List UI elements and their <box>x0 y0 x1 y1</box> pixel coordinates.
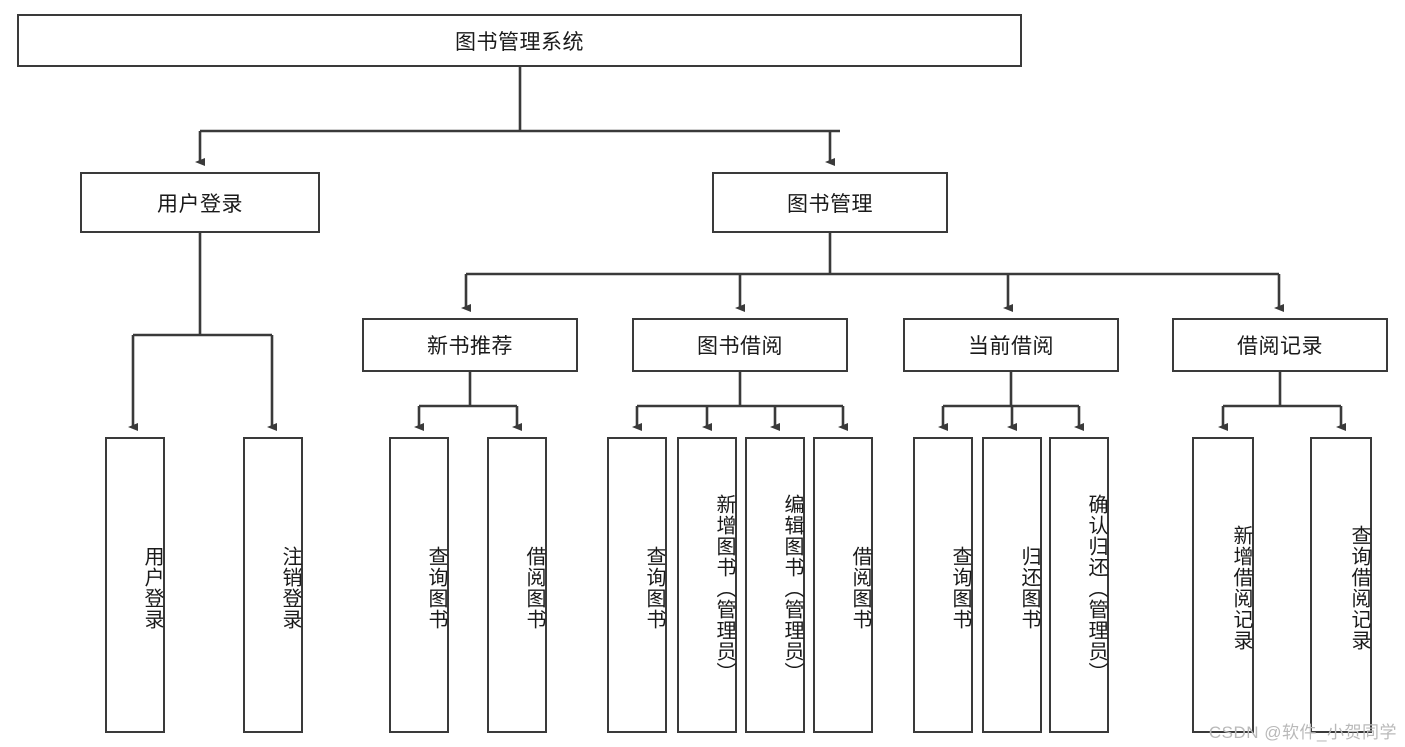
node-leaf-add-borrow-record-label: 新增借阅记录 <box>1230 525 1252 651</box>
node-leaf-query-book-1[interactable]: 查询图书 <box>389 437 449 733</box>
node-leaf-query-borrow-record[interactable]: 查询借阅记录 <box>1310 437 1372 733</box>
node-leaf-borrow-book-2[interactable]: 借阅图书 <box>813 437 873 733</box>
node-book-borrow-label: 图书借阅 <box>697 335 783 358</box>
node-leaf-query-book-3-label: 查询图书 <box>949 546 971 630</box>
node-leaf-confirm-return[interactable]: 确认归还（管理员） <box>1049 437 1109 733</box>
node-leaf-confirm-return-label: 确认归还（管理员） <box>1085 493 1107 683</box>
watermark: CSDN @软件_小贺同学 <box>1208 723 1397 742</box>
node-book-borrow[interactable]: 图书借阅 <box>632 318 848 372</box>
node-leaf-borrow-book-2-label: 借阅图书 <box>849 546 871 630</box>
node-leaf-query-borrow-record-label: 查询借阅记录 <box>1348 525 1370 651</box>
node-borrow-record[interactable]: 借阅记录 <box>1172 318 1388 372</box>
node-leaf-user-login-label: 用户登录 <box>141 546 163 630</box>
node-leaf-borrow-book-1-label: 借阅图书 <box>523 546 545 630</box>
node-leaf-query-book-3[interactable]: 查询图书 <box>913 437 973 733</box>
node-leaf-user-logout-label: 注销登录 <box>279 546 301 630</box>
node-current-borrow-label: 当前借阅 <box>968 335 1054 358</box>
node-current-borrow[interactable]: 当前借阅 <box>903 318 1119 372</box>
node-leaf-add-borrow-record[interactable]: 新增借阅记录 <box>1192 437 1254 733</box>
node-root[interactable]: 图书管理系统 <box>17 14 1022 67</box>
node-leaf-user-login[interactable]: 用户登录 <box>105 437 165 733</box>
node-book-manage-label: 图书管理 <box>787 192 873 216</box>
node-leaf-return-book[interactable]: 归还图书 <box>982 437 1042 733</box>
node-leaf-query-book-1-label: 查询图书 <box>425 546 447 630</box>
node-user-login[interactable]: 用户登录 <box>80 172 320 233</box>
node-leaf-edit-book-label: 编辑图书（管理员） <box>781 493 803 683</box>
node-leaf-query-book-2-label: 查询图书 <box>643 546 665 630</box>
node-book-manage[interactable]: 图书管理 <box>712 172 948 233</box>
node-leaf-add-book[interactable]: 新增图书（管理员） <box>677 437 737 733</box>
node-leaf-edit-book[interactable]: 编辑图书（管理员） <box>745 437 805 733</box>
node-leaf-add-book-label: 新增图书（管理员） <box>713 493 735 683</box>
node-root-label: 图书管理系统 <box>455 30 584 54</box>
node-borrow-record-label: 借阅记录 <box>1237 335 1323 358</box>
node-new-book-recommend-label: 新书推荐 <box>427 335 513 358</box>
node-leaf-return-book-label: 归还图书 <box>1018 546 1040 630</box>
node-new-book-recommend[interactable]: 新书推荐 <box>362 318 578 372</box>
node-user-login-label: 用户登录 <box>157 192 243 216</box>
node-leaf-user-logout[interactable]: 注销登录 <box>243 437 303 733</box>
node-leaf-query-book-2[interactable]: 查询图书 <box>607 437 667 733</box>
node-leaf-borrow-book-1[interactable]: 借阅图书 <box>487 437 547 733</box>
